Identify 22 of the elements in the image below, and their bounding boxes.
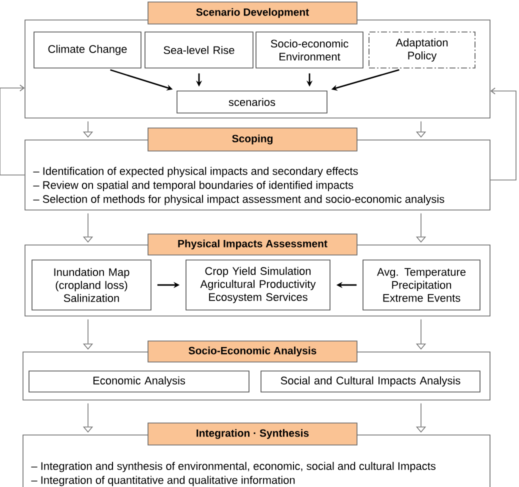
process-box: Crop Yield Simulation Agricultural Productivity Ecosystem Services: [186, 260, 330, 310]
header-tab: Integration · Synthesis: [148, 422, 358, 446]
process-box: Climate Change: [34, 32, 142, 68]
feedback-arrow: [490, 88, 516, 180]
header-tab: Scenario Development: [148, 2, 358, 24]
process-box: Inundation Map (cropland loss) Salinization: [32, 260, 152, 310]
process-box: Social and Cultural Impacts Analysis: [260, 370, 480, 392]
bullet-text: – Identification of expected physical impacts and secondary effects: [33, 166, 358, 178]
bullet-text: – Review on spatial and temporal boundaries of identified impacts: [33, 180, 354, 192]
bullet-text: – Integration and synthesis of environmental, economic, social and cultural Impacts: [31, 462, 436, 472]
process-box: Adaptation Policy: [368, 32, 476, 68]
header-tab: Scoping: [148, 128, 358, 152]
process-box: scenarios: [176, 90, 328, 114]
bullet-text: – Integration of quantitative and qualitative information: [31, 476, 295, 486]
bullet-text: – Selection of methods for physical impact assessment and socio-economic analysis: [33, 194, 444, 206]
feedback-arrow: [0, 84, 25, 176]
process-box: Socio-economic Environment: [256, 32, 364, 68]
header-tab: Socio-Economic Analysis: [148, 340, 358, 362]
process-box: Avg. Temperature Precipitation Extreme Events: [362, 260, 480, 310]
header-tab: Physical Impacts Assessment: [148, 234, 358, 256]
process-box: Economic Analysis: [28, 370, 250, 392]
process-box: Sea-level Rise: [144, 32, 254, 68]
